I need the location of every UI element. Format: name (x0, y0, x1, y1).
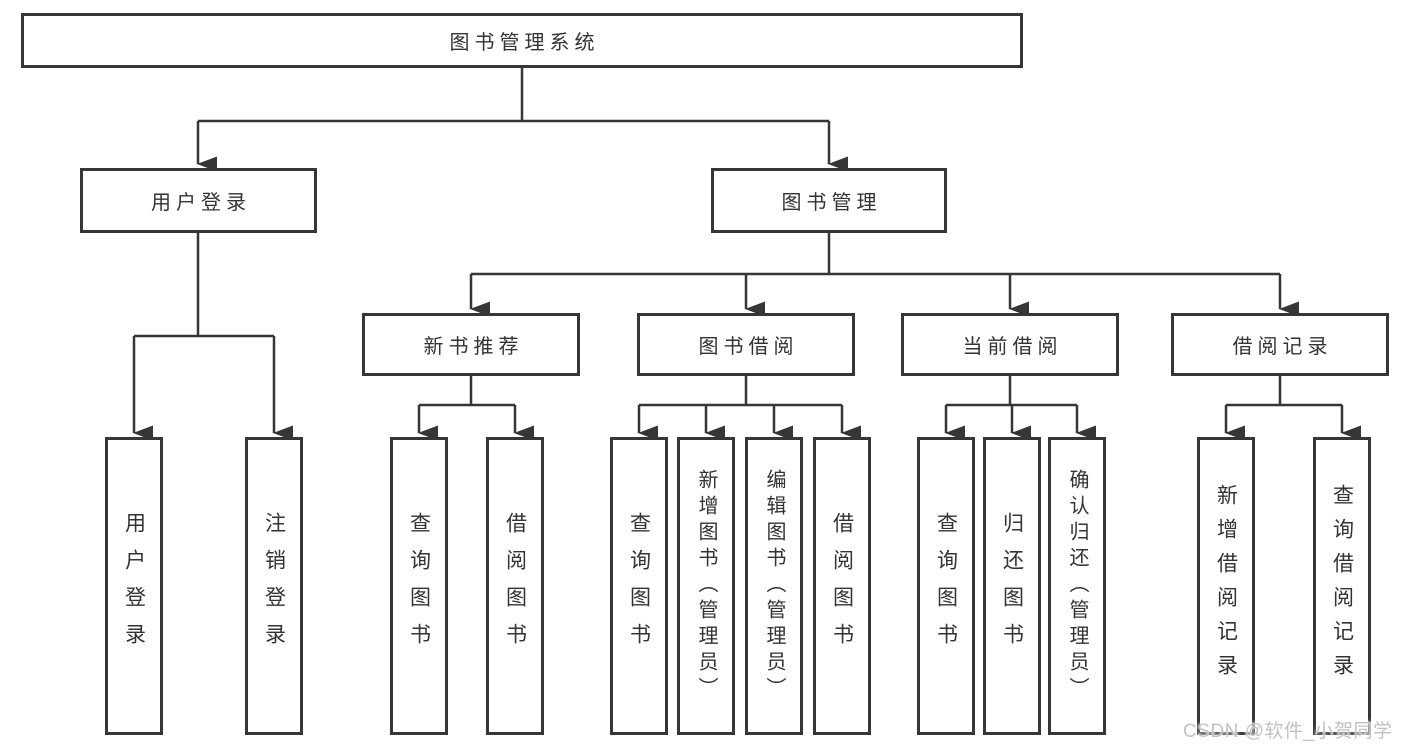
leaf-edit-books-admin: 编辑图书（管理员） (745, 437, 803, 735)
leaf-confirm-return-admin: 确认归还（管理员） (1048, 437, 1106, 735)
leaf-add-books-admin: 新增图书（管理员） (677, 437, 735, 735)
csdn-watermark: CSDN @软件_小贺同学 (1183, 721, 1393, 742)
node-user-login: 用户登录 (80, 168, 317, 233)
leaf-query-books: 查询图书 (390, 437, 448, 735)
leaf-borrow-books: 借阅图书 (486, 437, 544, 735)
node-borrowing-records: 借阅记录 (1171, 313, 1389, 376)
node-book-management: 图书管理 (711, 168, 947, 233)
node-new-book-recommend: 新书推荐 (362, 313, 580, 376)
leaf-user-login: 用户登录 (105, 437, 163, 735)
leaf-borrow-books: 借阅图书 (813, 437, 871, 735)
leaf-return-books: 归还图书 (983, 437, 1041, 735)
connector-arrows (132, 121, 1361, 441)
leaf-logout: 注销登录 (245, 437, 303, 735)
leaf-query-borrow-record: 查询借阅记录 (1313, 437, 1371, 735)
node-root-system: 图书管理系统 (21, 13, 1023, 68)
leaf-query-books: 查询图书 (917, 437, 975, 735)
node-current-borrowing: 当前借阅 (901, 313, 1119, 376)
node-book-borrowing: 图书借阅 (637, 313, 855, 376)
connector-trunks (134, 68, 1342, 407)
leaf-add-borrow-record: 新增借阅记录 (1197, 437, 1255, 735)
leaf-query-books: 查询图书 (610, 437, 668, 735)
